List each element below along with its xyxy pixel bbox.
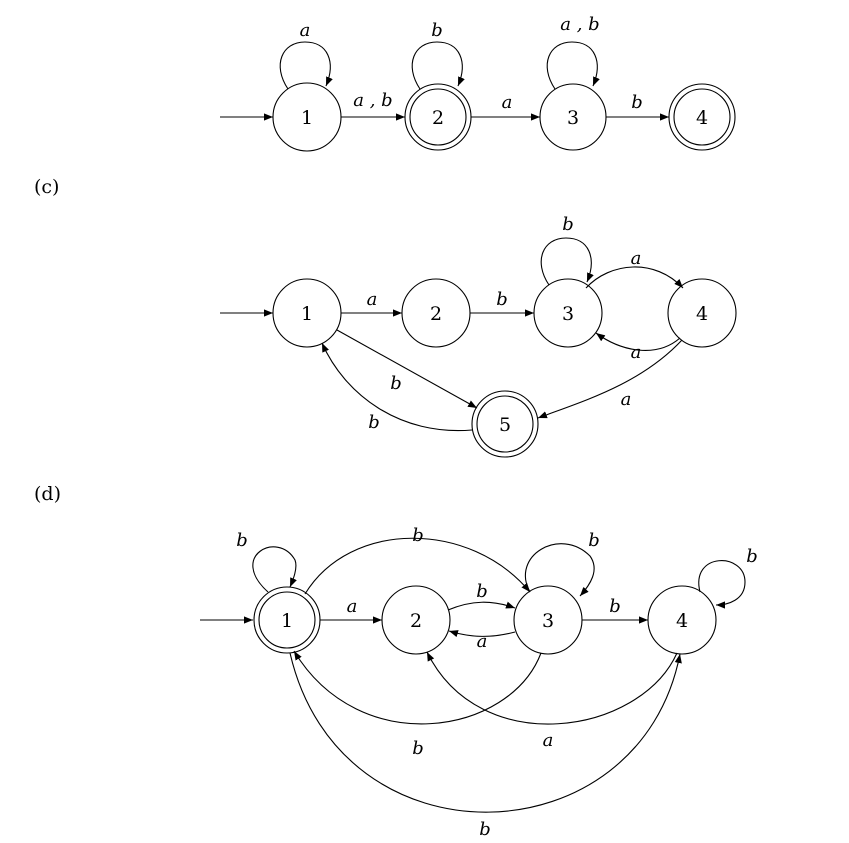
transition-3-2 <box>448 630 516 638</box>
transition-3-3 <box>540 237 594 286</box>
state-1: 1 <box>253 586 321 654</box>
state-label: 1 <box>301 107 313 129</box>
transition-label: a <box>631 342 642 363</box>
transition-label: a <box>621 389 632 410</box>
transition-label: a <box>631 248 642 269</box>
transition-label: a <box>502 92 513 113</box>
transition-label: b <box>588 530 600 551</box>
state-4: 4 <box>647 585 717 655</box>
state-4: 4 <box>668 83 736 151</box>
state-label: 2 <box>432 107 444 129</box>
transition-label: a <box>543 730 554 751</box>
state-3: 3 <box>513 585 583 655</box>
transition-2-2 <box>411 41 465 90</box>
transition-label: a <box>477 631 488 652</box>
state-label: 4 <box>696 107 708 129</box>
accept-ring <box>673 88 731 146</box>
accept-ring <box>258 591 316 649</box>
transition-label: b <box>479 819 491 840</box>
transition-label: b <box>609 596 621 617</box>
state-4: 4 <box>667 278 737 348</box>
transition-2-3 <box>447 601 516 611</box>
transition-1-5 <box>336 329 478 409</box>
state-2: 2 <box>401 278 471 348</box>
state-3: 3 <box>539 83 607 151</box>
state-label: 1 <box>301 303 313 325</box>
transition-4-2 <box>426 651 678 725</box>
state-label: 3 <box>542 610 554 632</box>
transition-4-3 <box>595 332 681 351</box>
accept-ring <box>476 395 534 453</box>
transition-label: a <box>300 20 311 41</box>
transition-label: b <box>390 373 402 394</box>
transition-1-4 <box>289 652 682 813</box>
state-2: 2 <box>404 83 472 151</box>
transition-5-1 <box>321 342 473 432</box>
state-label: 1 <box>281 610 293 632</box>
state-label: 2 <box>410 610 422 632</box>
state-label: 4 <box>676 610 688 632</box>
transition-1-3 <box>304 537 531 595</box>
transition-3-3 <box>546 41 600 90</box>
transition-label: b <box>368 412 380 433</box>
transition-label: a <box>347 596 358 617</box>
transition-3-4 <box>585 266 684 289</box>
state-1: 1 <box>272 278 342 348</box>
transition-label: b <box>431 20 443 41</box>
automaton-c: 1 2 3 4 5 a b b a a a b <box>220 214 737 458</box>
part-label-d: (d) <box>34 483 61 505</box>
accept-ring <box>409 88 467 146</box>
transition-label: b <box>412 738 424 759</box>
state-label: 4 <box>696 303 708 325</box>
transition-label: a <box>367 289 378 310</box>
state-2: 2 <box>381 585 451 655</box>
transition-label: b <box>631 92 643 113</box>
transition-label: a , b <box>560 14 599 35</box>
state-5: 5 <box>471 390 539 458</box>
transition-label: a , b <box>353 90 392 111</box>
transition-3-1 <box>293 650 542 725</box>
transition-label: b <box>562 214 574 235</box>
transition-label: b <box>236 530 248 551</box>
transition-4-5 <box>537 339 683 419</box>
transition-1-1 <box>252 546 297 593</box>
transition-4-4 <box>698 560 746 609</box>
state-label: 3 <box>562 303 574 325</box>
transition-1-1 <box>279 41 333 90</box>
transition-label: b <box>746 546 758 567</box>
transition-label: b <box>476 581 488 602</box>
state-1: 1 <box>272 82 342 152</box>
state-label: 3 <box>567 107 579 129</box>
state-label: 5 <box>499 414 511 436</box>
automaton-top: 1 2 3 4 a a , b b a a , b b <box>220 14 736 152</box>
transition-label: b <box>496 289 508 310</box>
automaton-d: 1 2 3 4 b a b b a b b b b <box>200 525 758 840</box>
part-label-c: (c) <box>34 176 59 198</box>
state-3: 3 <box>533 278 603 348</box>
state-label: 2 <box>430 303 442 325</box>
transition-3-3 <box>524 543 595 597</box>
transition-label: b <box>412 525 424 546</box>
